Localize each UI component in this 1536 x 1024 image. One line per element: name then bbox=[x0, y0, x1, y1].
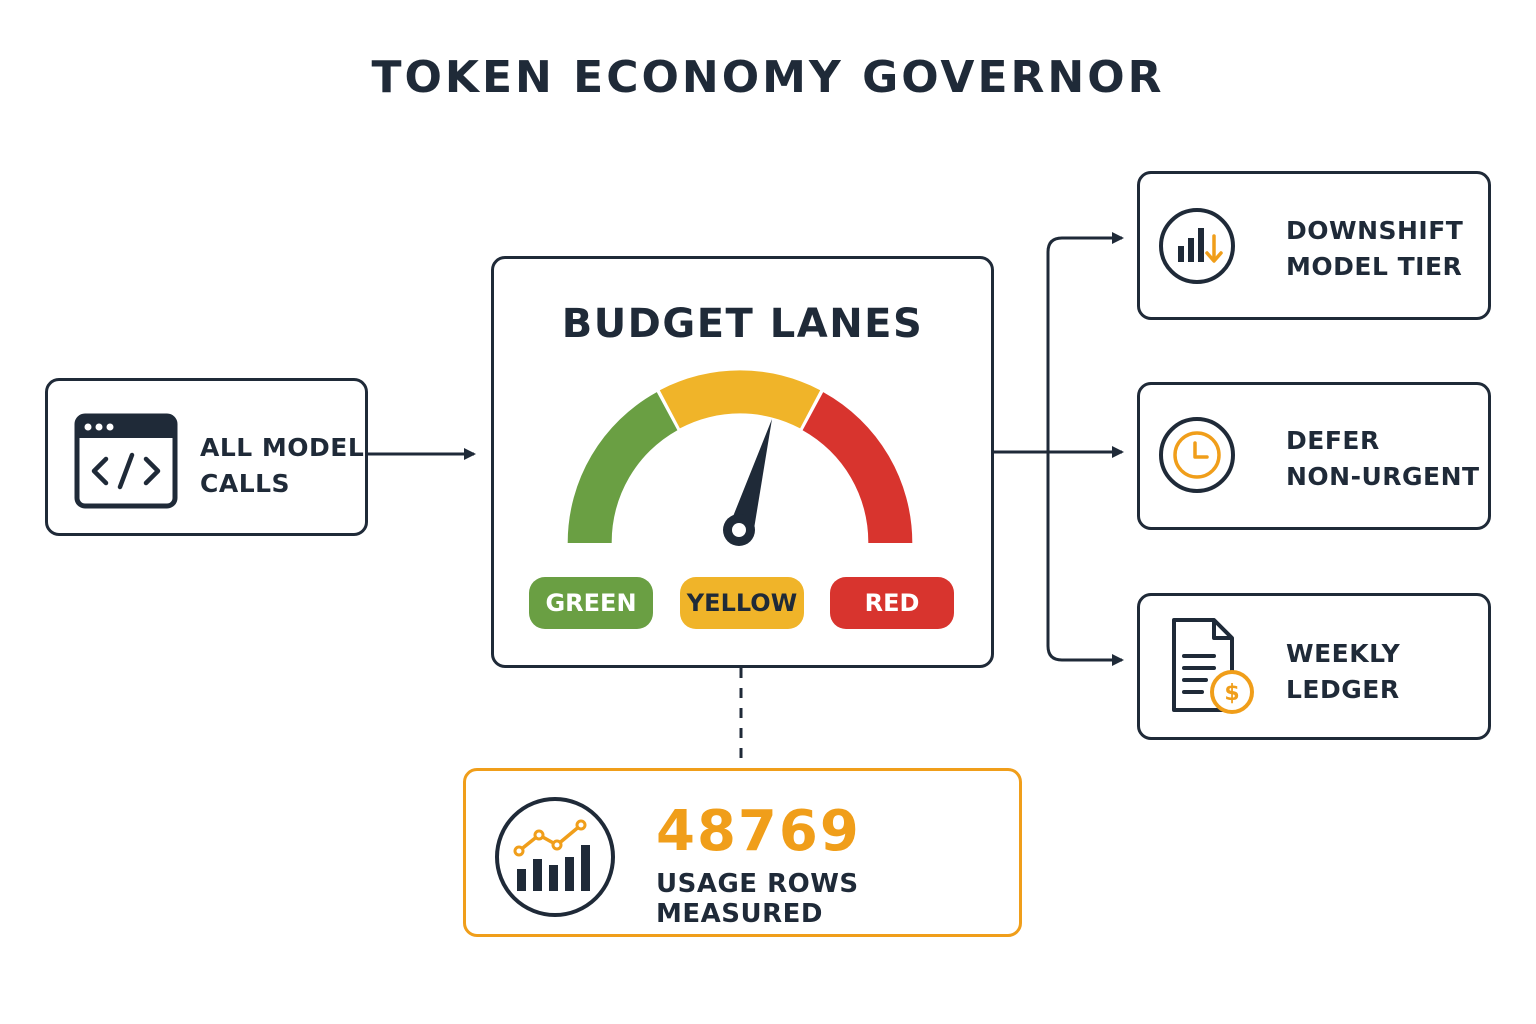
growth-chart-icon bbox=[495, 797, 615, 917]
gauge-yellow-segment bbox=[659, 370, 821, 429]
lane-yellow-pill: YELLOW bbox=[680, 577, 804, 629]
action-downshift-label: DOWNSHIFT MODEL TIER bbox=[1286, 216, 1464, 281]
action-defer-label: DEFER NON-URGENT bbox=[1286, 426, 1480, 491]
bar-chart-down-icon bbox=[1159, 208, 1235, 284]
lane-green-pill: GREEN bbox=[529, 577, 653, 629]
budget-lanes-panel: BUDGET LANES GREEN YELLOW RED bbox=[491, 256, 994, 668]
usage-metric-value: 48769 bbox=[656, 799, 861, 864]
clock-icon bbox=[1159, 417, 1235, 493]
gauge-green-segment bbox=[567, 392, 678, 543]
action-ledger-box: $ WEEKLY LEDGER bbox=[1137, 593, 1491, 740]
gauge-needle bbox=[728, 419, 772, 535]
budget-lanes-title: BUDGET LANES bbox=[561, 301, 924, 347]
input-box: ALL MODEL CALLS bbox=[45, 378, 368, 536]
arrow-branch-ledger bbox=[1046, 452, 1124, 666]
code-window-icon bbox=[74, 413, 178, 509]
usage-metric-box: 48769 USAGE ROWS MEASURED bbox=[463, 768, 1022, 937]
arrow-branch-downshift bbox=[1046, 232, 1124, 452]
svg-text:$: $ bbox=[1224, 681, 1239, 706]
lane-red-pill: RED bbox=[830, 577, 954, 629]
action-defer-box: DEFER NON-URGENT bbox=[1137, 382, 1491, 530]
budget-gauge bbox=[567, 370, 913, 546]
usage-metric-label: USAGE ROWS MEASURED bbox=[656, 869, 859, 929]
action-downshift-box: DOWNSHIFT MODEL TIER bbox=[1137, 171, 1491, 320]
input-label: ALL MODEL CALLS bbox=[200, 433, 365, 498]
action-ledger-label: WEEKLY LEDGER bbox=[1286, 639, 1401, 704]
page-title: TOKEN ECONOMY GOVERNOR bbox=[371, 52, 1165, 103]
gauge-red-segment bbox=[802, 392, 913, 543]
document-dollar-icon: $ bbox=[1172, 618, 1254, 714]
